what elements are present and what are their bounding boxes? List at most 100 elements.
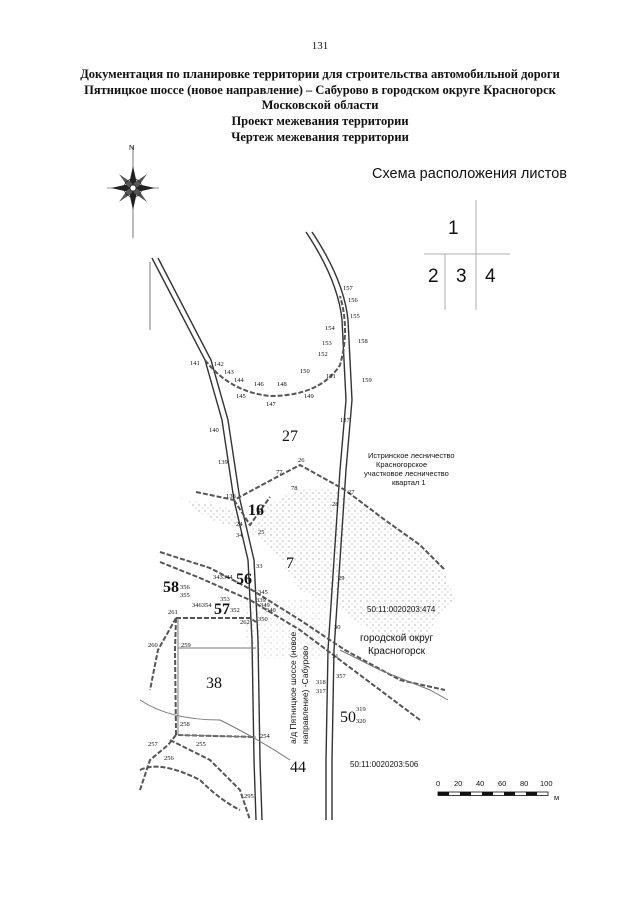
cadastral-number-474: 50:11:0020203:474 <box>367 605 436 614</box>
point-label: 147 <box>266 401 277 408</box>
point-label: 139 <box>218 459 228 466</box>
header-line-1: Документация по планировке территории дл… <box>80 67 560 81</box>
point-label: 34 <box>236 532 243 539</box>
point-label: 150 <box>300 368 310 375</box>
point-label: 319 <box>356 706 366 713</box>
point-label: 260 <box>148 642 158 649</box>
forestry-label: Истринское лесничество Красногорское уча… <box>364 451 457 487</box>
point-label: 153 <box>322 340 332 347</box>
point-label: 258 <box>180 721 190 728</box>
point-label: 352 <box>230 607 240 614</box>
point-label: 356 <box>180 584 191 591</box>
parcel-numbers: 27 16 7 56 58 57 38 50 44 <box>163 428 356 776</box>
cadastral-number-506: 50:11:0020203:506 <box>350 760 419 769</box>
point-label: 138 <box>226 493 236 500</box>
point-label: 159 <box>362 377 372 384</box>
scale-tick: 0 <box>436 779 440 788</box>
point-label: 142 <box>214 361 224 368</box>
scale-tick: 40 <box>476 779 484 788</box>
point-label: 262 <box>240 619 250 626</box>
sheet-scheme-title: Схема расположения листов <box>372 166 567 182</box>
point-label: 26 <box>298 457 305 464</box>
scale-tick: 20 <box>454 779 462 788</box>
point-label: 154 <box>325 325 336 332</box>
point-label: 339 <box>256 597 266 604</box>
parcel-number: 57 <box>214 601 230 618</box>
point-label: 345 <box>258 589 268 596</box>
parcel-number: 44 <box>290 759 306 776</box>
sheet-1: 1 <box>448 218 459 239</box>
point-label: 141 <box>190 360 200 367</box>
point-label: 156 <box>348 297 359 304</box>
parcel-number: 7 <box>286 555 294 572</box>
parcel-number: 16 <box>248 502 264 519</box>
sheet-4: 4 <box>485 266 496 287</box>
header-line-3: Московской области <box>261 98 379 112</box>
point-label: 31 <box>332 653 339 660</box>
compass-rose-icon <box>107 146 159 238</box>
header-line-5: Чертеж межевания территории <box>231 130 409 144</box>
scale-unit: м <box>554 793 559 802</box>
point-label: 27 <box>348 489 355 496</box>
point-labels: 157 156 155 154 153 152 158 159 151 150 … <box>148 285 372 800</box>
sheet-scheme-grid <box>424 200 510 310</box>
point-label: 353 <box>220 596 230 603</box>
scale-tick: 80 <box>520 779 528 788</box>
point-label: 78 <box>291 485 298 492</box>
point-label: 261 <box>168 609 178 616</box>
point-label: 259 <box>181 642 191 649</box>
point-label: 320 <box>356 718 366 725</box>
forest-area <box>180 488 455 660</box>
parcel-boundaries <box>139 295 446 821</box>
point-label: 255 <box>196 741 206 748</box>
parcel-number: 27 <box>282 428 298 445</box>
point-label: 155 <box>350 313 360 320</box>
point-label: 140 <box>209 427 219 434</box>
header-line-2: Пятницкое шоссе (новое направление) – Са… <box>84 83 556 97</box>
point-label: 295 <box>244 793 254 800</box>
compass-north-label: N <box>129 143 134 152</box>
point-label: 257 <box>148 741 159 748</box>
point-label: 24 <box>236 521 243 528</box>
point-label: 349 <box>260 602 270 609</box>
point-label: 152 <box>318 351 328 358</box>
point-label: 29 <box>338 575 345 582</box>
point-label: 144 <box>234 377 245 384</box>
header-line-4: Проект межевания территории <box>231 114 409 128</box>
road-label: а/д Пятницкое шоссе (новое направление) … <box>288 629 310 744</box>
point-label: 146 <box>254 381 265 388</box>
point-label: 350 <box>258 616 268 623</box>
municipality-label: городской округ Красногорск <box>360 633 436 657</box>
point-label: 77 <box>276 469 283 476</box>
scale-tick: 60 <box>498 779 506 788</box>
point-label: 340 <box>266 607 276 614</box>
road-lines <box>151 231 353 821</box>
point-label: 25 <box>258 529 265 536</box>
point-label: 28 <box>332 501 339 508</box>
point-label: 149 <box>304 393 314 400</box>
point-label: 151 <box>326 373 336 380</box>
parcel-number: 38 <box>206 675 222 692</box>
point-label: 357 <box>336 673 347 680</box>
point-label: 256 <box>164 755 175 762</box>
point-label: 137 <box>340 417 351 424</box>
parcel-number: 58 <box>163 579 179 596</box>
point-label: 148 <box>277 381 287 388</box>
sheet-3: 3 <box>456 266 467 287</box>
sheet-2: 2 <box>428 266 439 287</box>
point-label: 145 <box>236 393 246 400</box>
parcel-number: 50 <box>340 709 356 726</box>
point-label: 346354 <box>192 602 212 609</box>
scale-tick: 100 <box>540 779 553 788</box>
point-label: 157 <box>343 285 354 292</box>
point-label: 30 <box>334 624 341 631</box>
point-label: 355 <box>180 592 190 599</box>
page-number: 131 <box>311 40 329 52</box>
point-label: 317 <box>316 688 327 695</box>
parcel-number: 56 <box>236 571 252 588</box>
point-label: 143 <box>224 369 234 376</box>
scale-bar: 0 20 40 60 80 100 м <box>436 779 559 802</box>
point-label: 343344 <box>213 574 233 581</box>
